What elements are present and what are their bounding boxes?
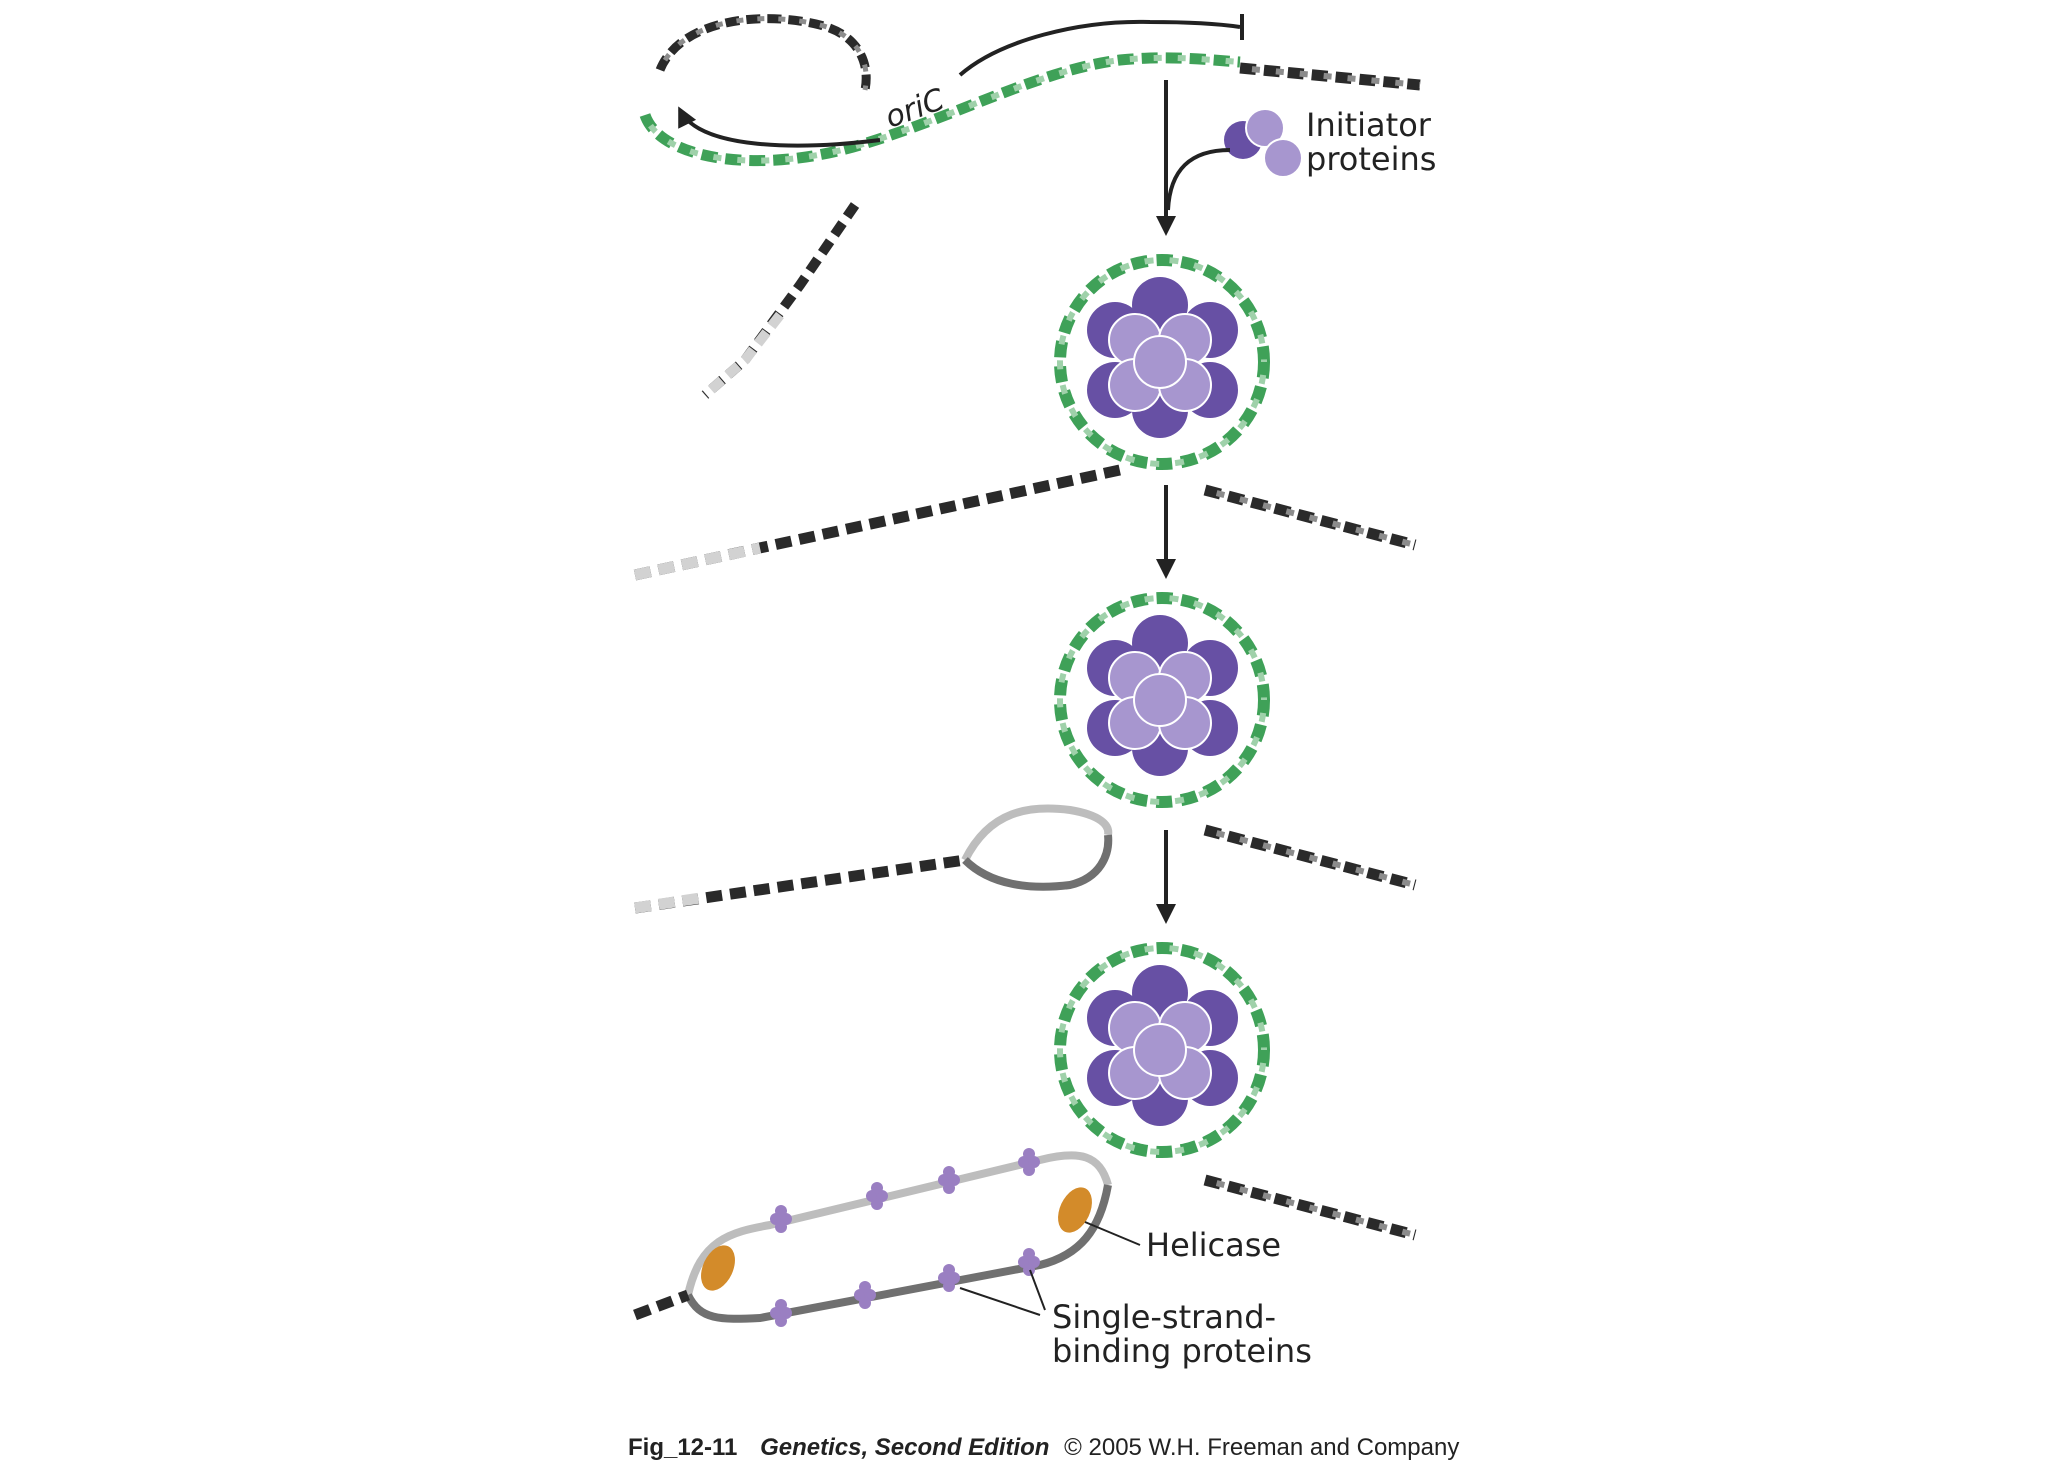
ssb-marker xyxy=(938,1166,960,1194)
caption-fig-id: Fig_12-11 xyxy=(628,1434,737,1461)
ssb-marker xyxy=(770,1205,792,1233)
ssb-marker xyxy=(1018,1248,1040,1276)
stage-3-strand-opening xyxy=(634,592,1417,914)
caption-book-title: Genetics, Second Edition xyxy=(760,1434,1049,1461)
initiator-protein-cluster-2 xyxy=(1087,615,1238,776)
oric-span-arrow-left xyxy=(678,106,881,148)
ssb-leader-line-2 xyxy=(1029,1269,1046,1311)
dna-right-top xyxy=(1239,62,1421,91)
dna-left-stage-2 xyxy=(633,464,1122,581)
dna-right-stage-2 xyxy=(1203,484,1417,551)
ssb-label-line1: Single-strand- xyxy=(1052,1298,1276,1336)
svg-text:Fig_12-11 Genetics, Seco: Fig_12-11 Genetics, Second Edition © 200… xyxy=(628,1434,1459,1461)
dna-trailing-helix xyxy=(701,202,860,399)
initiator-feed-arrow xyxy=(1166,148,1231,211)
replication-bubble xyxy=(684,1151,1112,1323)
ssb-marker xyxy=(866,1182,888,1210)
dna-right-stage-3 xyxy=(1203,824,1417,891)
oric-green-helix xyxy=(639,52,1241,167)
initiator-protein-cluster xyxy=(1087,277,1238,438)
dna-left-stage-4 xyxy=(633,1289,690,1321)
initiator-protein-cluster-3 xyxy=(1087,965,1238,1126)
helicase-leader-line xyxy=(1084,1221,1141,1246)
ssb-marker xyxy=(770,1299,792,1327)
helicase-right xyxy=(1058,1187,1092,1233)
ssb-leader-line-1 xyxy=(959,1287,1041,1316)
single-strand-binding-proteins xyxy=(770,1148,1040,1327)
oric-span-arrow-right xyxy=(958,19,1241,77)
initiator-label-line2: proteins xyxy=(1306,140,1436,178)
caption-copyright: © 2005 W.H. Freeman and Company xyxy=(1064,1434,1459,1461)
initiator-proteins-legend: Initiator proteins xyxy=(1224,106,1436,178)
dna-left-stage-3 xyxy=(634,854,966,914)
single-strand-bubble xyxy=(961,804,1113,891)
helicase-label: Helicase xyxy=(1146,1226,1281,1264)
ssb-marker xyxy=(938,1264,960,1292)
ssb-label-line2: binding proteins xyxy=(1052,1332,1312,1370)
initiator-label-line1: Initiator xyxy=(1306,106,1432,144)
helicase-left xyxy=(701,1245,735,1291)
stage-2-initiator-complex xyxy=(633,254,1417,581)
figure-caption: Fig_12-11 Genetics, Second Edition © 200… xyxy=(628,1434,1459,1461)
dna-right-stage-4 xyxy=(1203,1174,1417,1241)
dna-loop-top xyxy=(655,14,871,91)
stage-4-helicase-loading: Helicase Single-strand- binding proteins xyxy=(633,942,1417,1370)
ssb-marker xyxy=(1018,1148,1040,1176)
ssb-marker xyxy=(854,1281,876,1309)
